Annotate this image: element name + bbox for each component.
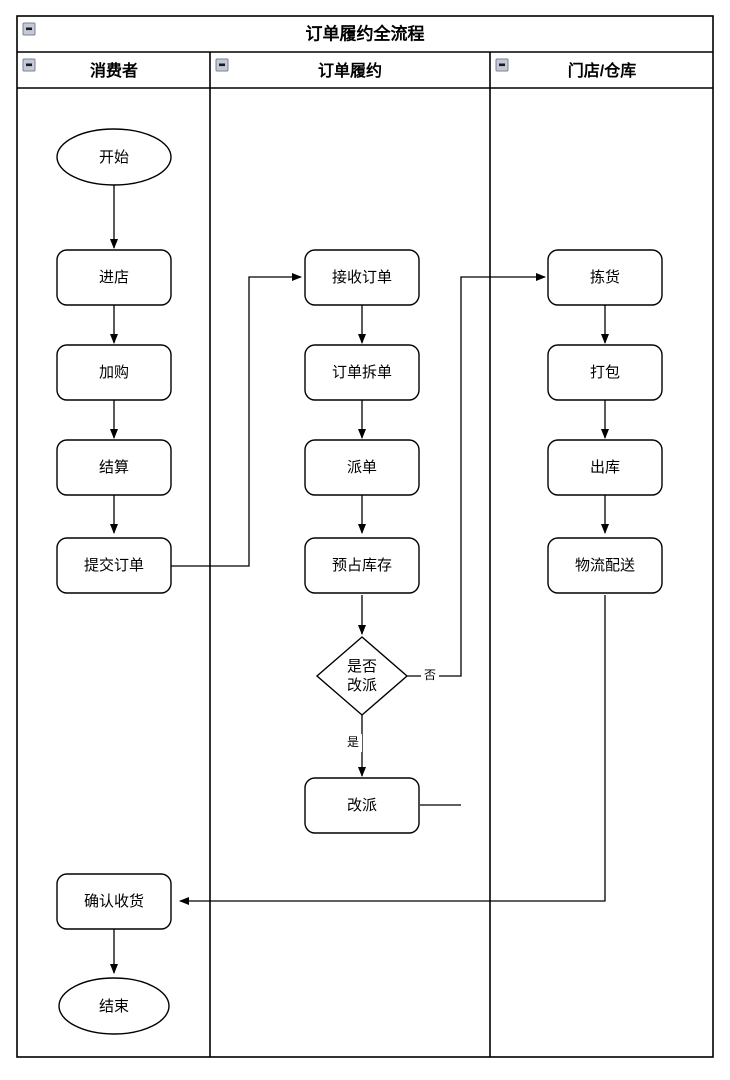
edge-submit-to-receive (171, 273, 302, 567)
lane-collapse-icon[interactable] (22, 58, 36, 72)
node-end-label: 结束 (99, 998, 129, 1015)
node-redispatch-decision[interactable]: 是否 改派 (315, 636, 409, 716)
pool-header[interactable]: 订单履约全流程 (22, 22, 425, 43)
node-delivery-label: 物流配送 (575, 557, 635, 574)
node-receive-order[interactable]: 接收订单 (304, 249, 420, 306)
node-reserve-inventory[interactable]: 预占库存 (304, 537, 420, 594)
lane-title-store: 门店/仓库 (568, 61, 636, 80)
node-submit-order-label: 提交订单 (84, 556, 144, 574)
node-add-cart-label: 加购 (99, 364, 129, 381)
node-start-label: 开始 (99, 149, 129, 166)
node-dispatch-order-label: 派单 (347, 459, 377, 476)
pool-frame (16, 15, 714, 1058)
node-redispatch-label: 改派 (347, 797, 377, 814)
node-redispatch[interactable]: 改派 (304, 777, 420, 834)
node-confirm-receipt-label: 确认收货 (84, 893, 144, 910)
node-pick-label: 拣货 (590, 269, 620, 286)
node-dispatch-order[interactable]: 派单 (304, 439, 420, 496)
lane-collapse-icon[interactable] (495, 58, 509, 72)
node-outbound[interactable]: 出库 (547, 439, 663, 496)
pool-title-text: 订单履约全流程 (306, 23, 425, 43)
node-add-cart[interactable]: 加购 (56, 344, 172, 401)
lane-header-fulfillment[interactable]: 订单履约 (215, 58, 382, 80)
node-submit-order[interactable]: 提交订单 (56, 537, 172, 594)
edge-label-no-text: 否 (424, 668, 436, 682)
node-reserve-inventory-label: 预占库存 (332, 557, 392, 574)
lane-collapse-icon[interactable] (215, 58, 229, 72)
node-enter-store-label: 进店 (99, 269, 129, 286)
lane-header-consumer[interactable]: 消费者 (22, 58, 138, 80)
node-redispatch-decision-label-line1: 是否 (347, 658, 377, 675)
node-start[interactable]: 开始 (56, 128, 172, 186)
node-split-order-label: 订单拆单 (332, 364, 392, 381)
node-enter-store[interactable]: 进店 (56, 249, 172, 306)
node-redispatch-decision-label-line2: 改派 (347, 677, 377, 694)
lane-title-fulfillment: 订单履约 (318, 61, 382, 80)
lane-title-consumer: 消费者 (90, 61, 138, 80)
edge-label-yes-text: 是 (347, 735, 359, 749)
node-split-order[interactable]: 订单拆单 (304, 344, 420, 401)
node-end[interactable]: 结束 (58, 977, 170, 1035)
pool-collapse-icon[interactable] (22, 22, 36, 36)
edge-label-no: 否 (421, 667, 439, 685)
node-outbound-label: 出库 (590, 459, 620, 476)
node-pick[interactable]: 拣货 (547, 249, 663, 306)
node-checkout[interactable]: 结算 (56, 439, 172, 496)
node-delivery[interactable]: 物流配送 (547, 537, 663, 594)
edge-label-yes: 是 (344, 734, 362, 752)
edge-decision-no-to-pick (407, 273, 546, 677)
node-checkout-label: 结算 (99, 458, 129, 476)
lane-header-store[interactable]: 门店/仓库 (495, 58, 636, 80)
node-pack[interactable]: 打包 (547, 344, 663, 401)
node-pack-label: 打包 (590, 364, 620, 381)
edge-delivery-to-confirm (179, 595, 606, 905)
node-receive-order-label: 接收订单 (332, 269, 392, 286)
node-confirm-receipt[interactable]: 确认收货 (56, 873, 172, 930)
